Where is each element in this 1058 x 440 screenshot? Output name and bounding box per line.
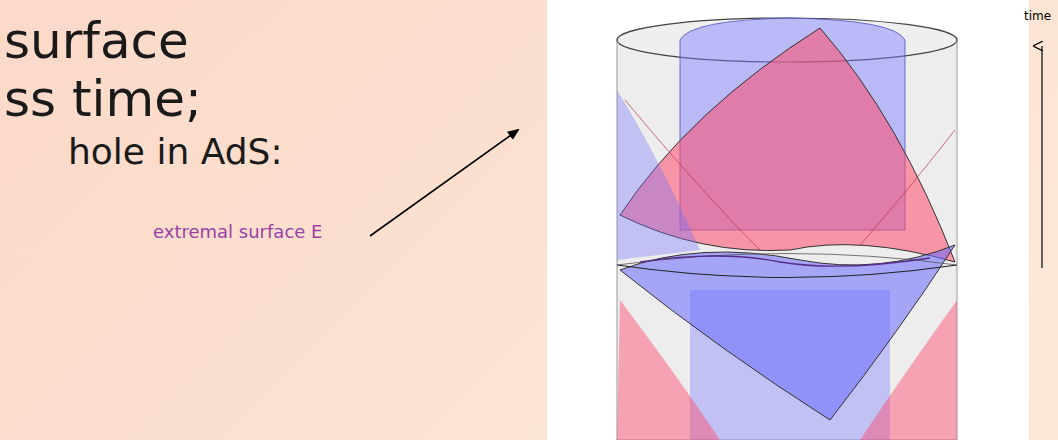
callout-label: extremal surface E: [153, 222, 322, 242]
time-slice: [617, 265, 957, 278]
time-arrow: [1041, 46, 1042, 268]
slide-text: ss time;: [4, 72, 202, 127]
figure-panel: [547, 0, 1029, 440]
leader-arrow: [370, 130, 518, 236]
slide-text: surface: [4, 14, 189, 69]
red-surface-lower: [617, 300, 720, 440]
extremal-surface: [640, 256, 930, 266]
blue-wedge: [617, 90, 700, 260]
slide-text: hole in AdS:: [68, 132, 283, 172]
axis-label: time: [1024, 10, 1051, 23]
